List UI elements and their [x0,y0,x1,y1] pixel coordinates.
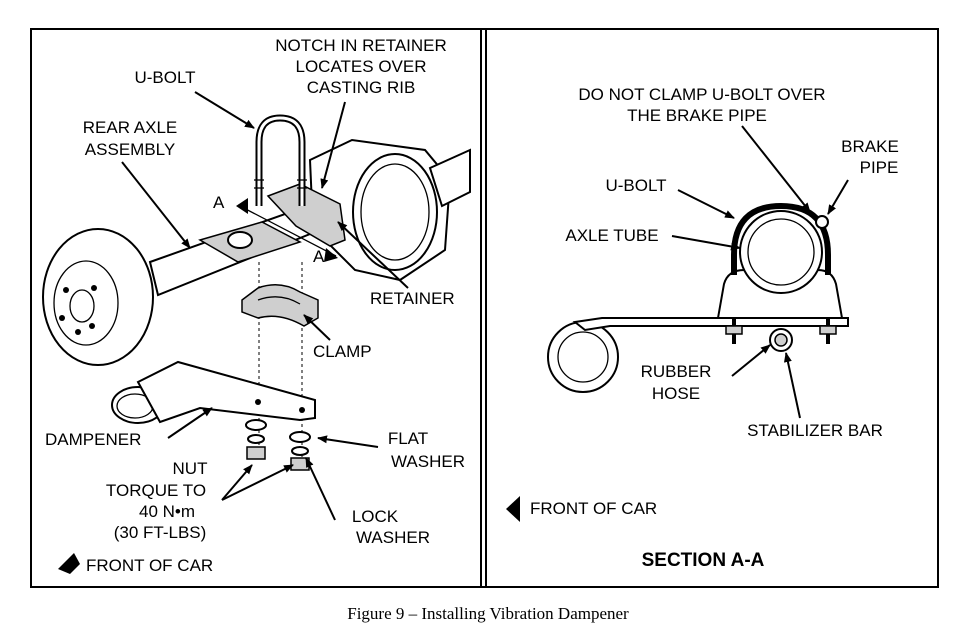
dampener-hole [255,399,261,405]
brake-pipe [815,215,829,229]
flat-washer-right [289,431,311,443]
brake-drum [42,228,154,366]
label-brake-pipe-line1: BRAKE [841,137,899,156]
spring-seat-boss [227,231,253,249]
nut-left-section [725,325,743,335]
leader-u-bolt-section [677,189,735,219]
lock-washer-left [247,434,265,444]
label-notch-line1: NOTCH IN RETAINER [275,36,447,55]
label-nut-line3: 40 N•m [139,502,195,521]
wheel-stud [91,285,97,291]
leader-brake-pipe [827,179,849,215]
leader-u-bolt [194,91,255,129]
label-brake-pipe-line2: PIPE [860,158,899,177]
label-stabilizer-bar: STABILIZER BAR [747,421,883,440]
label-section-a-right: A [313,247,325,266]
label-notch-line3: CASTING RIB [307,78,416,97]
label-nut-line4: (30 FT-LBS) [114,523,207,542]
clamp-edge [257,296,301,305]
label-rubber-hose-line1: RUBBER [641,362,712,381]
label-front-of-car-left: FRONT OF CAR [86,556,213,575]
flat-washer-left [245,419,267,431]
nut-right-section [819,325,837,335]
label-u-bolt: U-BOLT [134,68,195,87]
u-bolt-highlight [257,116,304,206]
leader-axle-tube [671,235,741,251]
drum-inner-ring [53,260,119,346]
leader-warning [741,125,811,213]
leader-clamp [303,314,331,341]
label-nut-line1: NUT [173,459,208,478]
wheel-stud [59,315,65,321]
leader-dampener [167,407,213,439]
label-warning-line2: THE BRAKE PIPE [627,106,767,125]
axle-tube-inner [747,218,815,286]
lock-washer-right [291,446,309,456]
label-retainer: RETAINER [370,289,455,308]
stabilizer-bar [774,333,788,347]
section-title: SECTION A-A [642,550,765,571]
label-dampener: DAMPENER [45,430,141,449]
label-lock-washer-line2: WASHER [356,528,430,547]
label-lock-washer-line1: LOCK [352,507,399,526]
leader-stabilizer-bar [783,352,801,419]
cover-rim [360,163,430,261]
label-axle-tube: AXLE TUBE [565,226,658,245]
leader-nut-right [221,464,294,501]
leader-flat-washer [317,435,379,448]
dampener-hole [299,407,305,413]
differential-cover [352,153,438,271]
section-a-a-drawing [547,202,849,393]
leader-nut-left [221,464,253,501]
leader-notch [320,101,346,189]
wheel-stud [63,287,69,293]
nut-left [246,446,266,460]
u-bolt-section [731,202,831,275]
leader-rubber-hose [731,344,771,377]
label-rear-axle-line2: ASSEMBLY [85,140,175,159]
label-notch-line2: LOCATES OVER [296,57,427,76]
dampener-ring-inner [557,331,609,383]
label-rear-axle-line1: REAR AXLE [83,118,178,137]
wheel-stud [75,329,81,335]
label-section-a-left: A [213,193,225,212]
label-front-of-car-right: FRONT OF CAR [530,499,657,518]
dampener-plate [136,360,316,424]
front-arrow-icon [58,553,80,574]
label-rubber-hose-line2: HOSE [652,384,700,403]
section-cut-line [237,204,337,257]
outer-frame [30,28,939,588]
axle-tube-section [739,210,823,294]
label-u-bolt-section: U-BOLT [605,176,666,195]
rear-axle-assembly-drawing [42,114,471,471]
wheel-stud [89,323,95,329]
drum-hub [69,289,95,323]
leader-lock-washer [305,457,336,521]
section-arrow-right [324,248,338,262]
dampener-plate-section [572,317,849,332]
label-clamp: CLAMP [313,342,372,361]
right-axle-tube [428,148,471,208]
clamp [241,284,319,327]
label-flat-washer-line1: FLAT [388,429,428,448]
label-nut-line2: TORQUE TO [106,481,206,500]
label-warning-line1: DO NOT CLAMP U-BOLT OVER [578,85,825,104]
figure-caption: Figure 9 – Installing Vibration Dampener [347,604,629,623]
leader-rear-axle [121,161,191,249]
front-arrow-icon [506,496,520,522]
label-flat-washer-line2: WASHER [391,452,465,471]
leader-retainer [337,221,409,289]
section-arrow-left [236,198,248,214]
